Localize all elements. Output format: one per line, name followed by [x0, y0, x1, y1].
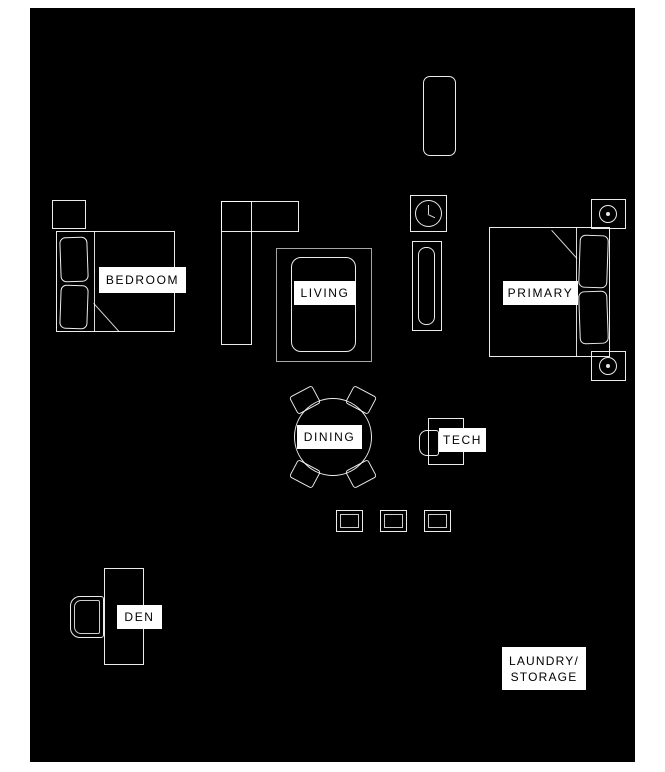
lamp-icon: [599, 205, 617, 223]
living-sofa-back: [221, 201, 299, 232]
bedroom-pillow: [59, 284, 89, 330]
label-dining-text: DINING: [303, 430, 356, 444]
primary-bed: [489, 227, 610, 357]
label-den: DEN: [117, 605, 162, 629]
living-rug: [276, 248, 372, 362]
fixture-dial-icon: [415, 200, 442, 227]
den-chair-inner: [74, 600, 100, 634]
stool-inner: [428, 514, 447, 528]
lamp-icon: [599, 357, 617, 375]
primary-nightstand: [591, 351, 626, 381]
primary-nightstand: [591, 199, 626, 229]
stool: [424, 510, 451, 532]
label-tech: TECH: [439, 428, 486, 452]
bedroom-nightstand: [52, 200, 86, 229]
bedroom-blanket-line: [94, 231, 95, 332]
label-primary-text: PRIMARY: [507, 286, 574, 300]
label-bedroom-text: BEDROOM: [105, 273, 180, 287]
stool-inner: [340, 514, 359, 528]
fixture-hand: [428, 205, 429, 214]
stool: [336, 510, 363, 532]
label-living-text: LIVING: [300, 286, 350, 300]
label-living: LIVING: [294, 281, 356, 305]
primary-pillow: [578, 234, 609, 289]
label-dining: DINING: [297, 425, 362, 449]
label-primary: PRIMARY: [503, 281, 578, 305]
tall-cabinet-inner: [418, 247, 435, 325]
rug-runner: [423, 76, 456, 156]
primary-pillow: [578, 290, 609, 345]
tech-chair: [419, 430, 439, 456]
stool-inner: [384, 514, 403, 528]
stool: [380, 510, 407, 532]
label-laundry-line2: STORAGE: [510, 669, 578, 684]
tall-cabinet: [412, 241, 442, 331]
label-laundry-storage: LAUNDRY/ STORAGE: [502, 647, 586, 690]
label-bedroom: BEDROOM: [99, 267, 186, 293]
floor-area: [30, 8, 635, 762]
label-laundry-line1: LAUNDRY/: [508, 653, 580, 668]
label-den-text: DEN: [124, 610, 155, 624]
bedroom-pillow: [59, 236, 89, 283]
dining-table: [294, 398, 372, 476]
ceiling-fixture: [410, 195, 447, 232]
label-tech-text: TECH: [442, 433, 483, 447]
den-chair: [70, 596, 104, 638]
